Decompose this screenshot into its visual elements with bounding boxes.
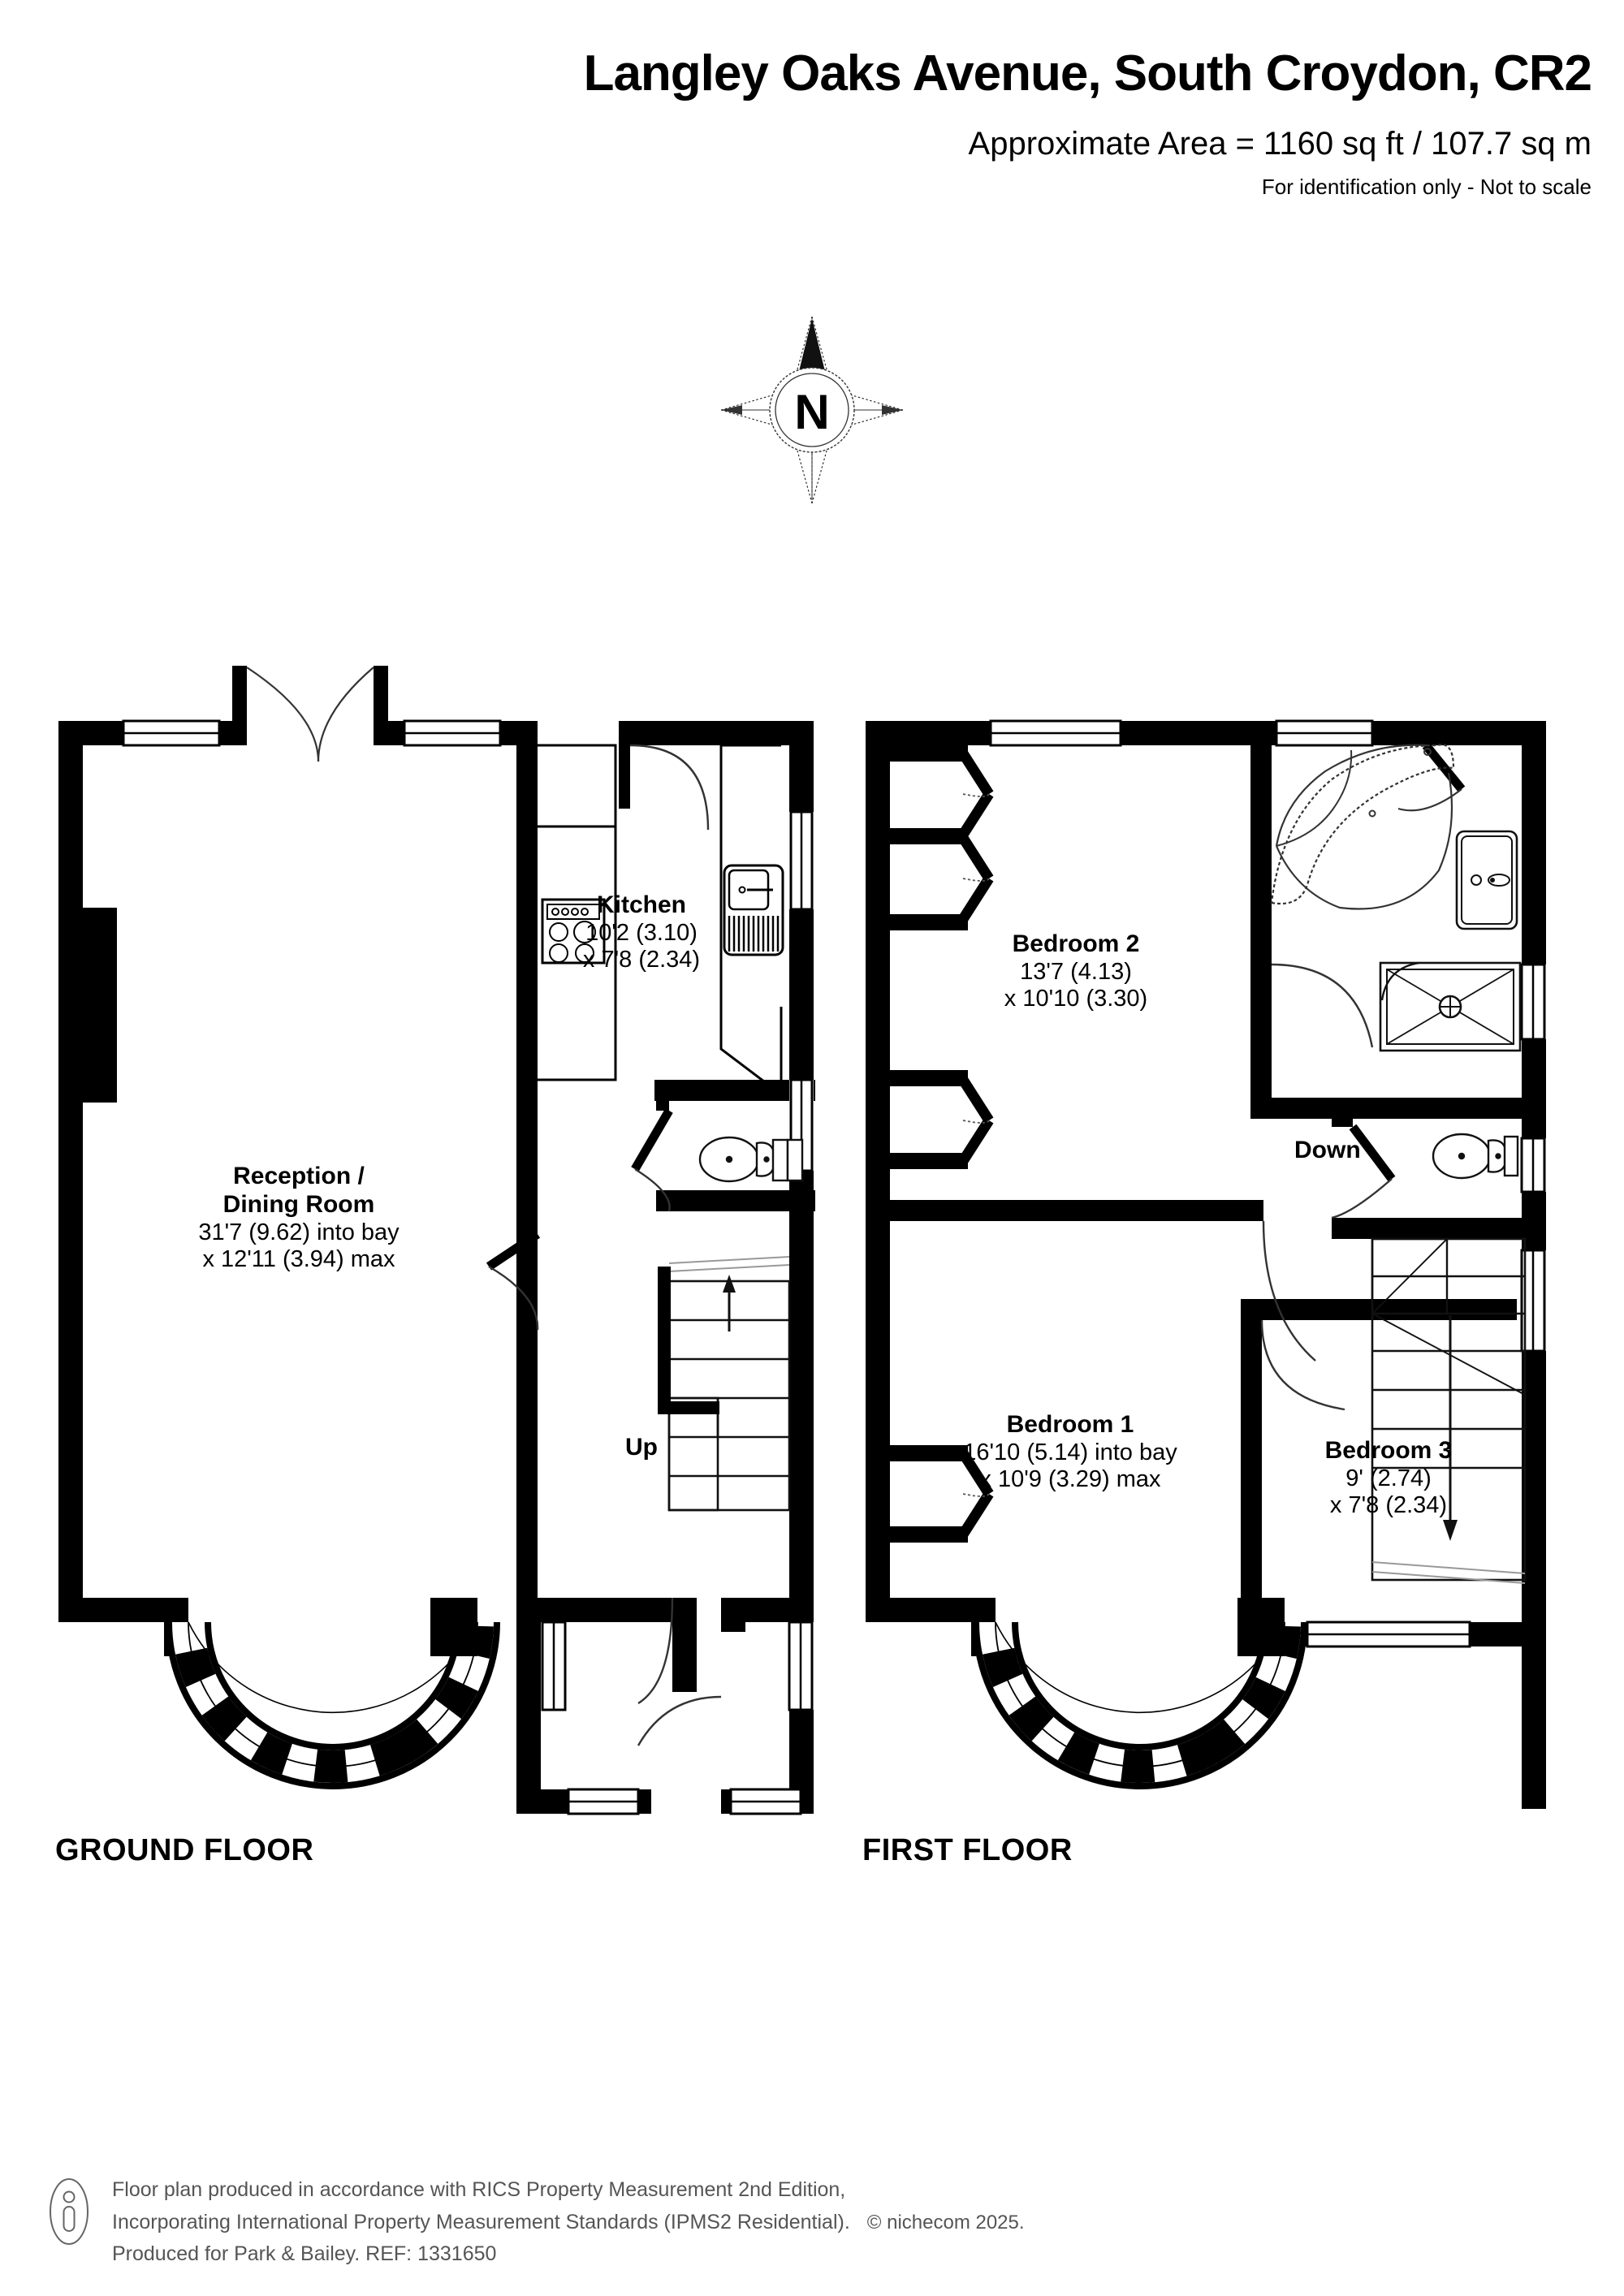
reception-dim-2: x 12'11 (3.94) max <box>202 1246 395 1273</box>
room-label-reception-dining: Reception / Dining Room 31'7 (9.62) into… <box>145 1163 453 1274</box>
kitchen-dim-1: 10'2 (3.10) <box>585 919 698 946</box>
footer-line-1: Floor plan produced in accordance with R… <box>112 2178 846 2201</box>
bedroom2-name: Bedroom 2 <box>1012 930 1140 957</box>
compass-rose: N <box>715 309 909 511</box>
footer-copyright: © nichecom 2025. <box>866 2211 1025 2233</box>
first-floor-bay <box>973 1598 1307 1789</box>
room-label-kitchen: Kitchen 10'2 (3.10) x 7'8 (2.34) <box>536 891 747 974</box>
footer-text-block: Floor plan produced in accordance with R… <box>112 2174 1025 2271</box>
footer-line-2a: Incorporating International Property Mea… <box>112 2210 850 2233</box>
footer: Floor plan produced in accordance with R… <box>49 2176 1267 2281</box>
bedroom2-dim-1: 13'7 (4.13) <box>1020 958 1132 985</box>
footer-line-3: Produced for Park & Bailey. REF: 1331650 <box>112 2242 497 2265</box>
kitchen-name: Kitchen <box>596 891 686 918</box>
reception-dim-1: 31'7 (9.62) into bay <box>198 1219 400 1245</box>
ground-floor-plan <box>58 666 815 1815</box>
bedroom2-dim-2: x 10'10 (3.30) <box>1004 986 1148 1012</box>
bedroom3-dim-1: 9' (2.74) <box>1345 1465 1432 1491</box>
page-title: Langley Oaks Avenue, South Croydon, CR2 <box>583 45 1592 101</box>
room-label-bedroom-1: Bedroom 1 16'10 (5.14) into bay x 10'9 (… <box>916 1411 1224 1494</box>
first-floor-caption: FIRST FLOOR <box>862 1833 1073 1867</box>
reception-name-line-1: Reception / <box>233 1163 365 1189</box>
bedroom1-name: Bedroom 1 <box>1006 1411 1134 1438</box>
stairs-up-label: Up <box>625 1434 658 1461</box>
compass-north-label: N <box>794 385 829 439</box>
kitchen-dim-2: x 7'8 (2.34) <box>582 947 701 973</box>
room-label-bedroom-3: Bedroom 3 9' (2.74) x 7'8 (2.34) <box>1267 1437 1510 1520</box>
bedroom1-dim-1: 16'10 (5.14) into bay <box>963 1439 1177 1465</box>
bedroom1-dim-2: x 10'9 (3.29) max <box>979 1466 1161 1493</box>
area-summary: Approximate Area = 1160 sq ft / 107.7 sq… <box>968 126 1592 162</box>
bedroom3-dim-2: x 7'8 (2.34) <box>1329 1492 1448 1519</box>
room-label-bedroom-2: Bedroom 2 13'7 (4.13) x 10'10 (3.30) <box>942 930 1210 1013</box>
info-person-icon <box>50 2178 89 2245</box>
ground-floor-bay <box>166 1598 500 1789</box>
scale-notice: For identification only - Not to scale <box>1261 175 1592 199</box>
first-floor-plan <box>866 719 1546 1809</box>
reception-name-line-2: Dining Room <box>222 1190 375 1218</box>
ground-floor-caption: GROUND FLOOR <box>55 1833 314 1867</box>
header: Langley Oaks Avenue, South Croydon, CR2 … <box>0 0 1624 219</box>
bedroom3-name: Bedroom 3 <box>1324 1437 1453 1464</box>
stairs-down-label: Down <box>1294 1137 1361 1163</box>
